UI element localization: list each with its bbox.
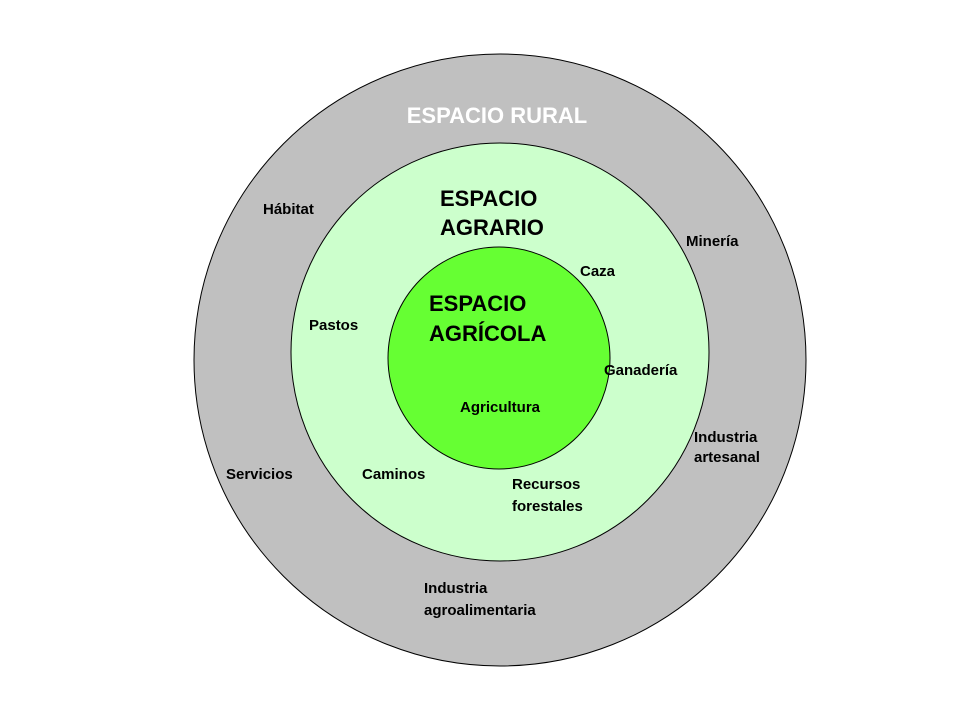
agrarian-space-title-line1: ESPACIO [440, 186, 537, 211]
rural-label-mineria: Minería [686, 233, 739, 250]
rural-label-industria-agroalimentaria-line1: Industria [424, 580, 488, 597]
agricultural-space-title-line1: ESPACIO [429, 291, 526, 316]
agrarian-label-caza: Caza [580, 263, 616, 280]
agrarian-label-ganaderia: Ganadería [604, 362, 678, 379]
agrarian-space-title-line2: AGRARIO [440, 215, 544, 240]
agrarian-label-recursos-forestales-line1: Recursos [512, 476, 580, 493]
agricultural-space-title-line2: AGRÍCOLA [429, 321, 546, 346]
rural-label-habitat: Hábitat [263, 201, 314, 218]
rural-label-industria-artesanal-line2: artesanal [694, 449, 760, 466]
rural-label-servicios: Servicios [226, 466, 293, 483]
rural-label-industria-artesanal-line1: Industria [694, 429, 758, 446]
agrarian-label-recursos-forestales-line2: forestales [512, 498, 583, 515]
rural-label-industria-agroalimentaria-line2: agroalimentaria [424, 602, 536, 619]
rural-space-title: ESPACIO RURAL [407, 103, 588, 128]
agricultural-space-circle [387, 246, 611, 470]
agrarian-label-pastos: Pastos [309, 317, 358, 334]
agricultural-label-agricultura: Agricultura [460, 399, 541, 416]
agrarian-label-caminos: Caminos [362, 466, 425, 483]
